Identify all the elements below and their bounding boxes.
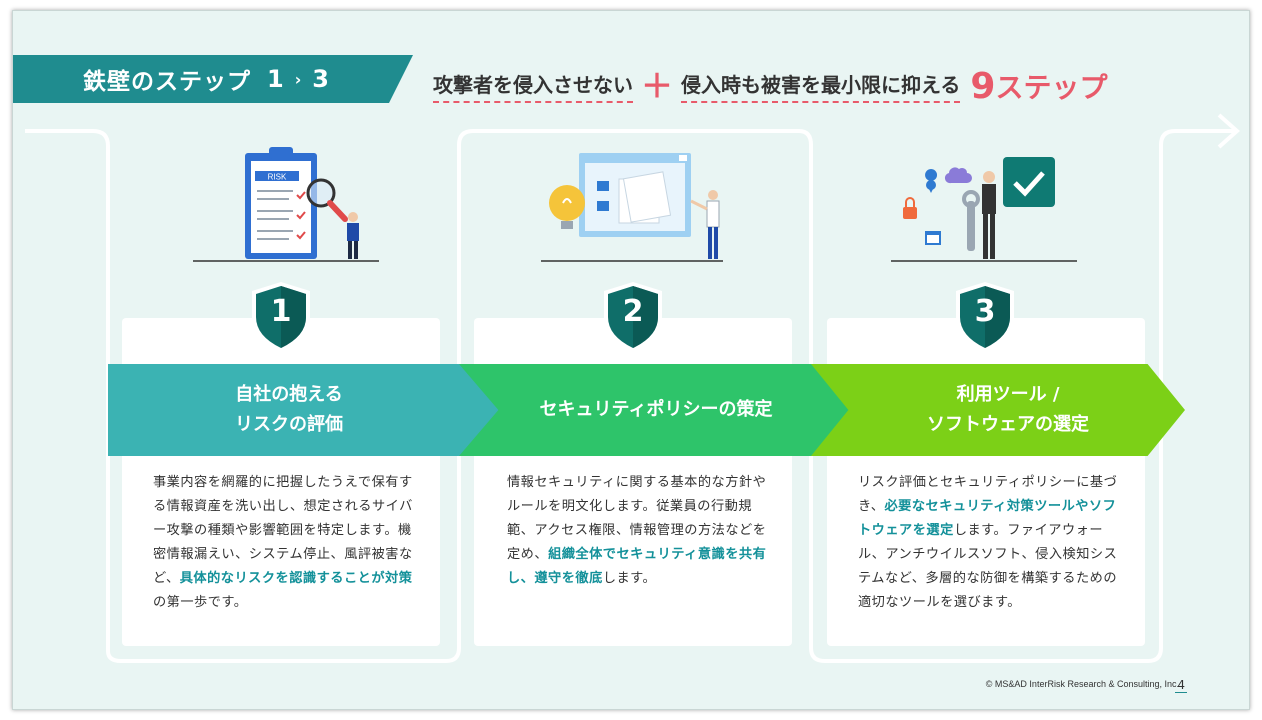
headline: 攻撃者を侵入させない ＋ 侵入時も被害を最小限に抑える 9 ステップ — [433, 61, 1108, 111]
title-banner: 鉄壁のステップ 1 › 3 — [13, 55, 413, 103]
policy-screen-illustration — [541, 153, 723, 262]
step-2-desc-tail: します。 — [602, 571, 657, 586]
step-2-shield-icon: 2 — [602, 281, 664, 353]
risk-label: RISK — [268, 173, 287, 182]
risk-clipboard-illustration: RISK — [193, 147, 379, 262]
step-1-title: 自社の抱える リスクの評価 — [108, 364, 500, 456]
step-3-title: 利用ツール / ソフトウェアの選定 — [811, 364, 1185, 456]
step-3-desc-tail: します。ファイアウォール、アンチウイルスソフト、侵入検知システムなど、多層的な防… — [858, 523, 1118, 610]
range-start: 1 — [267, 65, 285, 93]
plus-icon: ＋ — [641, 67, 674, 105]
step-3-title-line1: 利用ツール / — [956, 384, 1060, 405]
tools-check-illustration — [891, 157, 1077, 262]
step-1-description: 事業内容を網羅的に把握したうえで保有する情報資産を洗い出し、想定されるサイバー攻… — [153, 471, 415, 615]
flow-path — [25, 113, 1241, 663]
chevron-right-icon: › — [294, 69, 303, 89]
step-3-desc-highlight: 必要なセキュリティ対策ツールやソフトウェアを選定 — [858, 499, 1117, 538]
slide: 鉄壁のステップ 1 › 3 攻撃者を侵入させない ＋ 侵入時も被害を最小限に抑え… — [12, 10, 1250, 710]
banner-label: 鉄壁のステップ — [83, 69, 251, 95]
headline-part1: 攻撃者を侵入させない — [433, 69, 633, 103]
step-3-shield-icon: 3 — [954, 281, 1016, 353]
step-2-desc-text: 情報セキュリティに関する基本的な方針やルールを明文化します。従業員の行動規範、ア… — [507, 475, 767, 562]
copyright: © MS&AD InterRisk Research & Consulting,… — [985, 679, 1179, 689]
step-3-title-line2: ソフトウェアの選定 — [927, 414, 1089, 435]
step-2-title-line1: セキュリティポリシーの策定 — [539, 399, 773, 420]
step-3-number: 3 — [974, 294, 996, 329]
headline-part2: 侵入時も被害を最小限に抑える — [681, 69, 961, 103]
step-2-description: 情報セキュリティに関する基本的な方針やルールを明文化します。従業員の行動規範、ア… — [507, 471, 769, 591]
headline-steps: ステップ — [995, 71, 1108, 104]
step-3-description: リスク評価とセキュリティポリシーに基づき、必要なセキュリティ対策ツールやソフトウ… — [858, 471, 1120, 615]
step-1-title-line1: 自社の抱える — [235, 384, 343, 405]
step-3-desc-text: リスク評価とセキュリティポリシーに基づき、 — [858, 475, 1118, 514]
headline-nine: 9 — [970, 65, 996, 107]
step-2-title: セキュリティポリシーの策定 — [459, 364, 853, 456]
step-1-number: 1 — [270, 294, 292, 329]
step-2-desc-highlight: 組織全体でセキュリティ意識を共有し、遵守を徹底 — [507, 547, 767, 586]
step-1-desc-highlight: 具体的なリスクを認識することが対策 — [179, 571, 413, 586]
page-number: 4 — [1175, 678, 1187, 693]
step-1-desc-text: 事業内容を網羅的に把握したうえで保有する情報資産を洗い出し、想定されるサイバー攻… — [153, 475, 413, 586]
step-2-number: 2 — [622, 294, 644, 329]
step-1-title-line2: リスクの評価 — [235, 414, 343, 435]
step-1-shield-icon: 1 — [250, 281, 312, 353]
range-end: 3 — [312, 65, 330, 93]
step-1-desc-tail: の第一歩です。 — [153, 595, 248, 610]
